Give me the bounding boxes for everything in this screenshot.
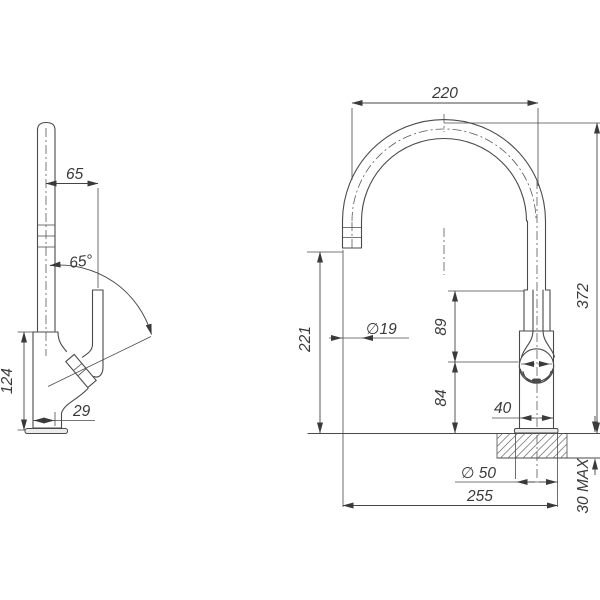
side-spout-tube — [36, 121, 56, 332]
ext-spout-reach — [351, 108, 539, 186]
handle-knob — [518, 348, 555, 384]
spout-arc-outer — [341, 118, 547, 222]
dim-outlet-diameter: ∅19 — [366, 321, 397, 338]
side-base-flange — [24, 428, 68, 434]
spout-down-leg — [523, 220, 551, 332]
dim-body-height: 124 — [0, 368, 16, 394]
dim-handle-swing: 65° — [68, 252, 94, 272]
bench-hatch — [497, 433, 567, 458]
dim-base-offset: 29 — [72, 403, 91, 420]
dim-overall-depth: 255 — [466, 488, 493, 505]
front-view: 220 372 221 ∅19 89 84 40 ∅ 50 — [297, 85, 600, 514]
handle-swing-axis — [47, 336, 152, 387]
ext-outlet-to-handle — [448, 290, 524, 363]
front-body — [518, 330, 555, 429]
dim-overall-height: 372 — [575, 283, 592, 309]
hole-lines — [515, 433, 558, 507]
spout-arc-centerline — [351, 128, 537, 222]
dim-handle-to-bench: 84 — [433, 389, 450, 407]
front-base-plate — [514, 428, 559, 434]
handle-tip-nub — [532, 378, 541, 384]
dim-bench-thickness: 30 MAX — [575, 458, 592, 514]
dim-arc-handle-swing — [49, 261, 152, 335]
dim-base-diameter: ∅ 50 — [461, 465, 496, 482]
side-lever-collar — [65, 353, 97, 389]
dim-body-width: 40 — [494, 400, 512, 417]
side-outlet-bands — [37, 224, 55, 248]
dim-outlet-to-handle: 89 — [433, 318, 450, 336]
side-view: 65 65° 124 29 — [0, 121, 152, 434]
side-collar-ticks — [73, 363, 87, 377]
spout-arc-inner — [360, 138, 528, 222]
dim-spout-reach: 220 — [431, 85, 458, 102]
bench-section — [496, 433, 568, 459]
dim-outlet-clearance: 221 — [297, 326, 314, 353]
ext-body-height — [17, 331, 33, 431]
side-handle-grip — [81, 289, 104, 378]
dim-side-offset: 65 — [66, 166, 84, 183]
